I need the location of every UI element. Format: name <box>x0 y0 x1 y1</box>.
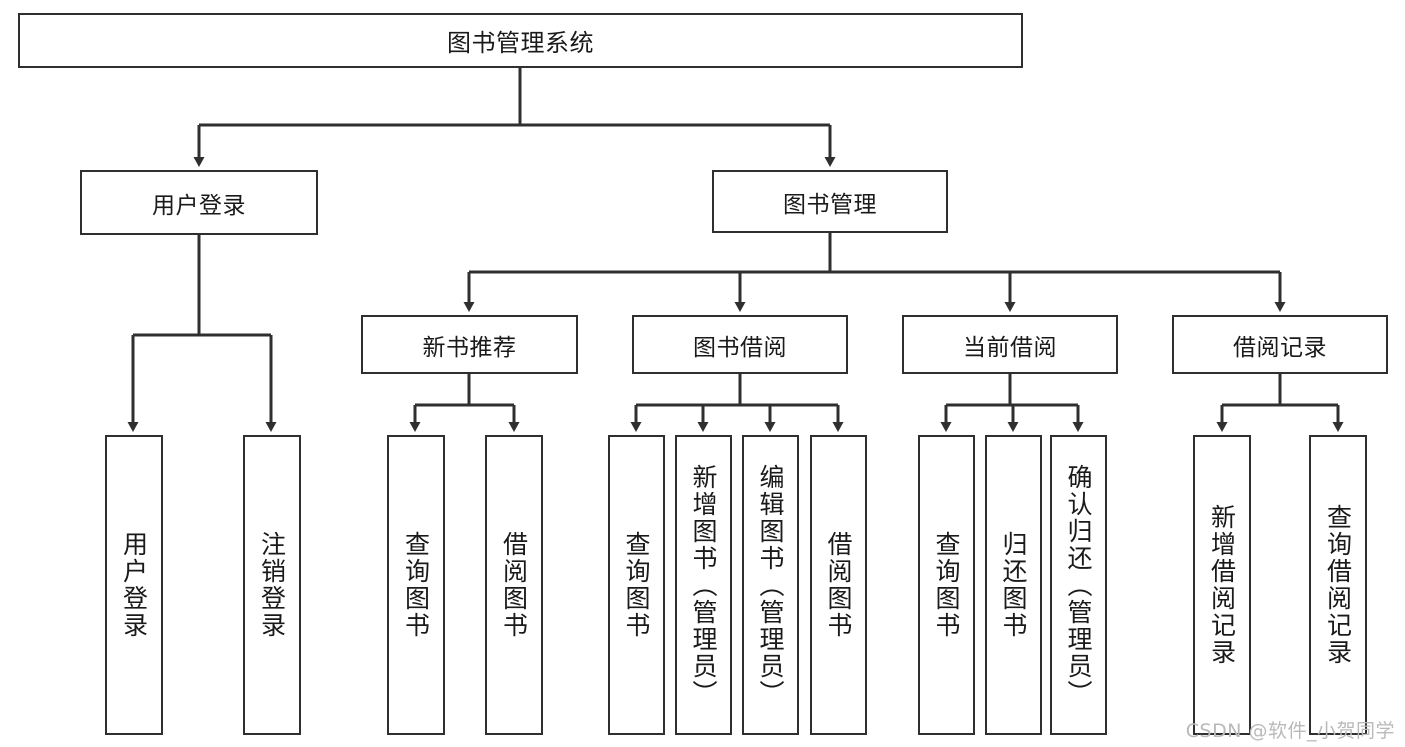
node-leaf-add-book[interactable]: 新增图书（管理员） <box>675 435 732 735</box>
node-user-login[interactable]: 用户登录 <box>80 170 318 235</box>
node-leaf-borrow-book-1[interactable]: 借阅图书 <box>485 435 543 735</box>
node-leaf-edit-book[interactable]: 编辑图书（管理员） <box>742 435 799 735</box>
node-new-book-recommend[interactable]: 新书推荐 <box>361 315 578 374</box>
node-leaf-query-record[interactable]: 查询借阅记录 <box>1309 435 1367 735</box>
node-leaf-query-book-1[interactable]: 查询图书 <box>387 435 445 735</box>
node-leaf-borrow-book-1-label: 借阅图书 <box>499 531 529 639</box>
node-book-management[interactable]: 图书管理 <box>712 170 948 233</box>
node-leaf-add-record[interactable]: 新增借阅记录 <box>1193 435 1251 735</box>
node-root[interactable]: 图书管理系统 <box>18 13 1023 68</box>
node-leaf-query-book-1-label: 查询图书 <box>401 531 431 639</box>
node-root-label: 图书管理系统 <box>447 29 594 57</box>
node-borrow-record[interactable]: 借阅记录 <box>1172 315 1388 374</box>
node-leaf-query-book-3-label: 查询图书 <box>932 531 961 639</box>
node-leaf-user-login-label: 用户登录 <box>119 531 149 639</box>
node-leaf-edit-book-label: 编辑图书（管理员） <box>756 463 785 707</box>
node-leaf-add-book-label: 新增图书（管理员） <box>689 463 718 707</box>
node-leaf-query-book-3[interactable]: 查询图书 <box>918 435 975 735</box>
node-current-borrow[interactable]: 当前借阅 <box>902 315 1118 374</box>
node-leaf-confirm-return[interactable]: 确认归还（管理员） <box>1050 435 1107 735</box>
node-book-borrow-label: 图书借阅 <box>693 334 787 361</box>
node-leaf-query-book-2-label: 查询图书 <box>622 531 651 639</box>
node-new-book-recommend-label: 新书推荐 <box>422 334 517 361</box>
node-leaf-add-record-label: 新增借阅记录 <box>1207 504 1237 666</box>
watermark-text: CSDN @软件_小贺同学 <box>1185 720 1395 742</box>
node-leaf-query-book-2[interactable]: 查询图书 <box>608 435 665 735</box>
node-leaf-confirm-return-label: 确认归还（管理员） <box>1064 463 1093 707</box>
node-leaf-logout-login-label: 注销登录 <box>257 531 287 639</box>
node-book-borrow[interactable]: 图书借阅 <box>632 315 848 374</box>
node-user-login-label: 用户登录 <box>152 192 246 219</box>
node-current-borrow-label: 当前借阅 <box>963 334 1057 361</box>
node-leaf-borrow-book-2-label: 借阅图书 <box>824 531 853 639</box>
node-leaf-return-book[interactable]: 归还图书 <box>985 435 1042 735</box>
node-borrow-record-label: 借阅记录 <box>1233 334 1327 361</box>
node-leaf-user-login[interactable]: 用户登录 <box>105 435 163 735</box>
node-leaf-query-record-label: 查询借阅记录 <box>1323 504 1353 666</box>
node-leaf-borrow-book-2[interactable]: 借阅图书 <box>810 435 867 735</box>
node-leaf-logout-login[interactable]: 注销登录 <box>243 435 301 735</box>
node-leaf-return-book-label: 归还图书 <box>999 531 1028 639</box>
node-book-management-label: 图书管理 <box>783 191 877 218</box>
